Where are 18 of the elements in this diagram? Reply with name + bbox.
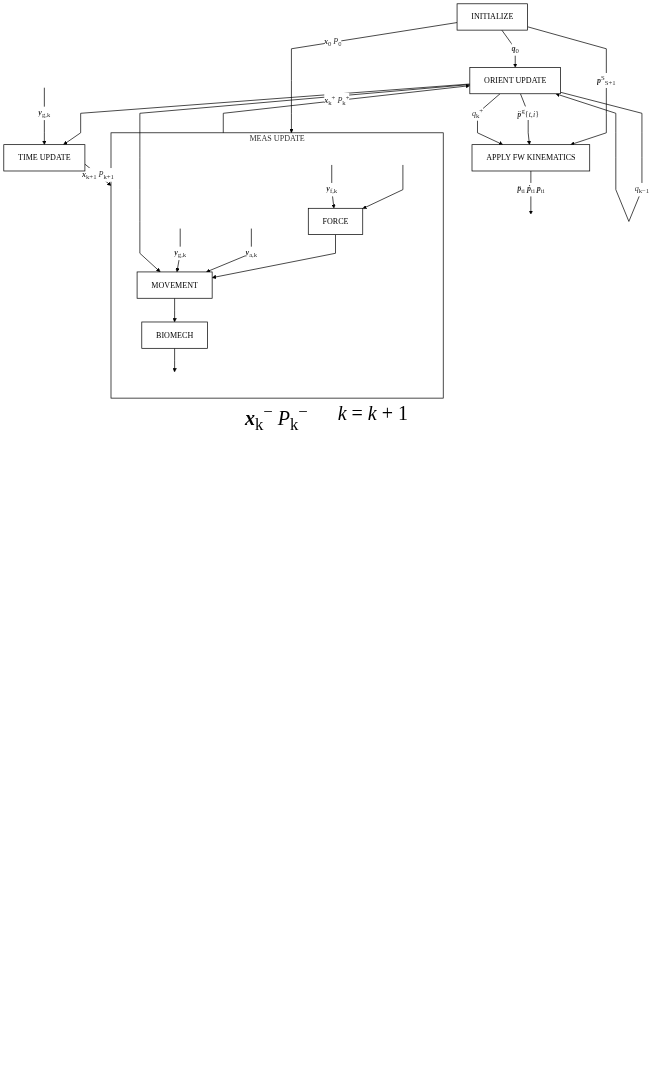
edge-label: y$_{f,k}$ xyxy=(326,184,338,195)
math-label: k = k + 1 xyxy=(337,401,408,426)
edge-label: q$_{0}$ xyxy=(511,43,519,55)
edge-label: p̈$^{g}${t,i} xyxy=(517,107,540,119)
edge-label: y$_{a,k}$ xyxy=(245,247,258,259)
edge-label: p̈$_{ti}$ ṗ$_{ti}$ p$_{ti}$ xyxy=(517,184,545,195)
edge-label: q$_{k−1}$ xyxy=(634,184,650,195)
node-box: APPLY FW KINEMATICS xyxy=(471,144,591,172)
edge-label: x$_{k+1}$ P$_{k+1}$ xyxy=(81,169,114,181)
edge-label: x$_{0}$ P$_{0}$ xyxy=(323,36,342,48)
node-box: ORIENT UPDATE xyxy=(469,67,561,95)
node-box: INITIALIZE xyxy=(456,3,528,31)
node-box: MOVEMENT xyxy=(136,271,213,299)
edge-label: y$_{g,k}$ xyxy=(174,247,187,259)
node-box: TIME UPDATE xyxy=(3,144,86,172)
edge-label: y$_{g,k}$ xyxy=(38,107,51,119)
node-box: FORCE xyxy=(307,207,364,235)
node-box: BIOMECH xyxy=(141,321,208,349)
